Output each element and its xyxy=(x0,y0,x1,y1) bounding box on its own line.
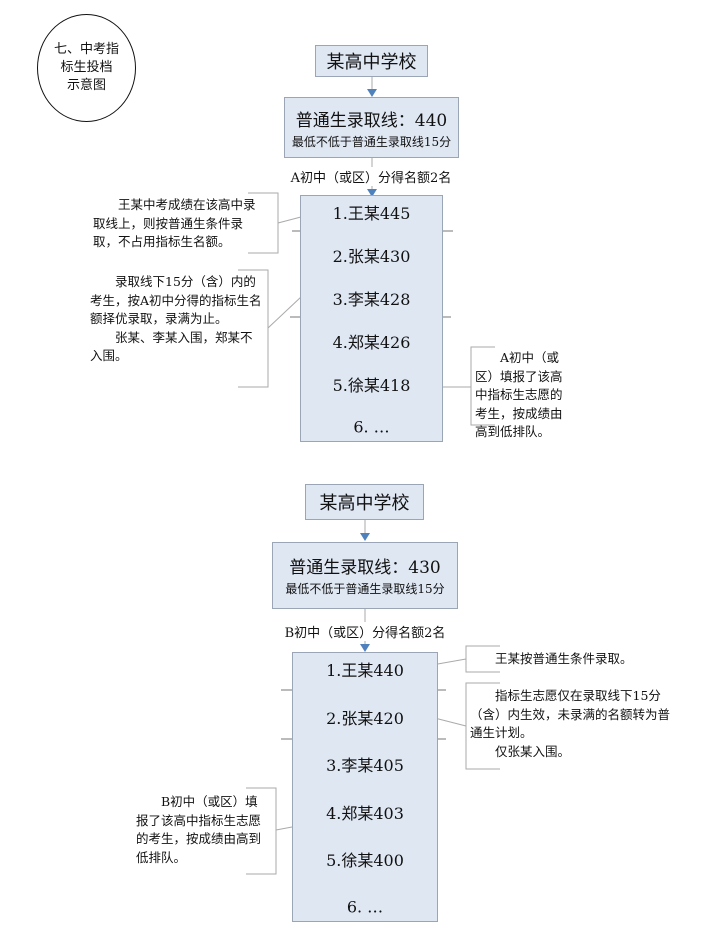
quota-label-b: B初中（或区）分得名额2名 xyxy=(274,622,456,641)
note-a-queue: A初中（或区）填报了该高中指标生志愿的考生，按成绩由高到低排队。 xyxy=(475,350,563,439)
cutoff-box-b: 普通生录取线：430 最低不低于普通生录取线15分 xyxy=(272,542,458,609)
school-box-b: 某高中学校 xyxy=(305,484,424,520)
student-row: 6. … xyxy=(346,897,384,917)
student-row: 4.郑某426 xyxy=(332,333,411,352)
student-row: 1.王某440 xyxy=(326,661,404,680)
student-list-a: 1.王某445 2.张某430 3.李某428 4.郑某426 5.徐某418 … xyxy=(300,195,443,442)
cutoff-note: 最低不低于普通生录取线15分 xyxy=(291,135,452,149)
bracket-a-within15 xyxy=(238,269,269,388)
student-row: 5.徐某418 xyxy=(332,376,411,395)
note-b-queue: B初中（或区）填报了该高中指标生志愿的考生，按成绩由高到低排队。 xyxy=(136,794,262,865)
cutoff-score: 普通生录取线：430 xyxy=(289,558,441,578)
quota-label-a: A初中（或区）分得名额2名 xyxy=(285,167,457,186)
note-a-within15: 录取线下15分（含）内的考生，按A初中分得的指标生名额择优录取，录满为止。 张某… xyxy=(90,274,262,363)
note-b-within15: 指标生志愿仅在录取线下15分（含）内生效，未录满的名额转为普通生计划。 仅张某入… xyxy=(470,688,671,759)
student-row: 2.张某420 xyxy=(326,709,404,728)
diagram-title-circle: 七、中考指标生投档示意图 xyxy=(37,14,136,122)
student-row: 4.郑某403 xyxy=(326,804,404,823)
student-row: 6. … xyxy=(353,417,390,437)
school-box-a: 某高中学校 xyxy=(315,45,428,77)
cutoff-note: 最低不低于普通生录取线15分 xyxy=(285,582,445,596)
student-row: 2.张某430 xyxy=(332,247,411,266)
bracket-a-queue xyxy=(470,346,495,426)
student-list-b: 1.王某440 2.张某420 3.李某405 4.郑某403 5.徐某400 … xyxy=(292,652,438,922)
cutoff-box-a: 普通生录取线：440 最低不低于普通生录取线15分 xyxy=(284,97,459,158)
cutoff-score: 普通生录取线：440 xyxy=(295,111,448,131)
student-row: 3.李某428 xyxy=(332,290,411,309)
leader-b-queue xyxy=(275,826,293,831)
student-row: 5.徐某400 xyxy=(326,851,404,870)
bracket-b-queue xyxy=(246,787,277,875)
note-b-wang: 王某按普通生条件录取。 xyxy=(495,651,633,666)
student-row: 1.王某445 xyxy=(332,204,411,223)
note-a-wang: 王某中考成绩在该高中录取线上，则按普通生条件录取，不占用指标生名额。 xyxy=(93,197,256,249)
student-row: 3.李某405 xyxy=(326,756,404,775)
